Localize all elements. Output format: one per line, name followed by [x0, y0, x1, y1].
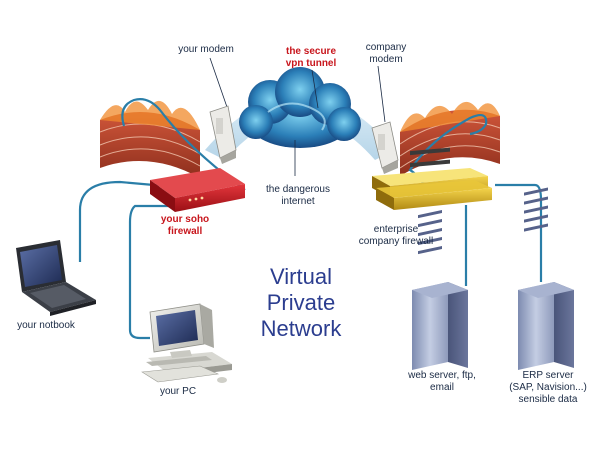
page-title-line1: Virtual — [270, 264, 332, 289]
web-server-label-line1: web server, ftp, — [408, 370, 476, 381]
tunnel-pointer-line — [311, 69, 319, 109]
internet-label-line2: internet — [281, 196, 315, 207]
vpn-tunnel-label-line2: vpn tunnel — [285, 58, 337, 69]
soho-firewall-icon — [150, 168, 245, 212]
vpn-tunnel-label-line1: the secure — [285, 46, 337, 57]
cable-to-notebook — [78, 180, 189, 262]
internet-cloud-icon — [239, 67, 361, 148]
erp-server-label-line3: sensible data — [518, 394, 578, 405]
notebook-label: your notbook — [17, 320, 75, 331]
pc-label: your PC — [159, 386, 197, 397]
soho-firewall-label: your soho firewall — [150, 214, 220, 238]
company-modem-label-line1: company — [365, 42, 407, 53]
vpn-tunnel-label: the secure vpn tunnel — [276, 46, 346, 70]
internet-label: the dangerous internet — [258, 184, 338, 208]
erp-server-label-line1: ERP server — [522, 370, 574, 381]
enterprise-firewall-label: enterprise company firewall — [348, 224, 444, 248]
erp-server-icon — [518, 187, 574, 370]
pc-icon — [141, 303, 232, 383]
soho-firewall-label-line2: firewall — [167, 226, 203, 237]
modem-pointer-line — [209, 57, 229, 111]
page-title-line3: Network — [260, 316, 342, 341]
right-firewall-wall — [399, 101, 501, 176]
enterprise-firewall-label-line1: enterprise — [373, 224, 419, 235]
erp-server-label-line2: (SAP, Navision...) — [509, 382, 587, 393]
cable-to-pc — [128, 204, 170, 340]
enterprise-firewall-label-line2: company firewall — [358, 236, 434, 247]
company-modem-label-line2: modem — [369, 54, 403, 65]
your-modem-label: your modem — [178, 44, 234, 55]
page-title: Virtual Private Network — [246, 264, 356, 342]
internet-label-line1: the dangerous — [266, 184, 330, 195]
soho-firewall-label-line1: your soho — [160, 214, 210, 225]
cable-soho-to-modem — [121, 98, 246, 191]
page-title-line2: Private — [266, 290, 336, 315]
company-modem-icon — [371, 121, 399, 174]
company-modem-label: company modem — [356, 42, 416, 66]
notebook-icon — [16, 240, 96, 316]
erp-server-label: ERP server (SAP, Navision...) sensible d… — [500, 370, 596, 406]
web-server-icon — [412, 210, 468, 370]
web-server-label-line2: email — [430, 382, 454, 393]
your-modem-icon — [209, 105, 237, 164]
web-server-label: web server, ftp, email — [398, 370, 486, 394]
enterprise-firewall-icon — [372, 147, 492, 210]
company-modem-pointer-line — [377, 65, 386, 123]
